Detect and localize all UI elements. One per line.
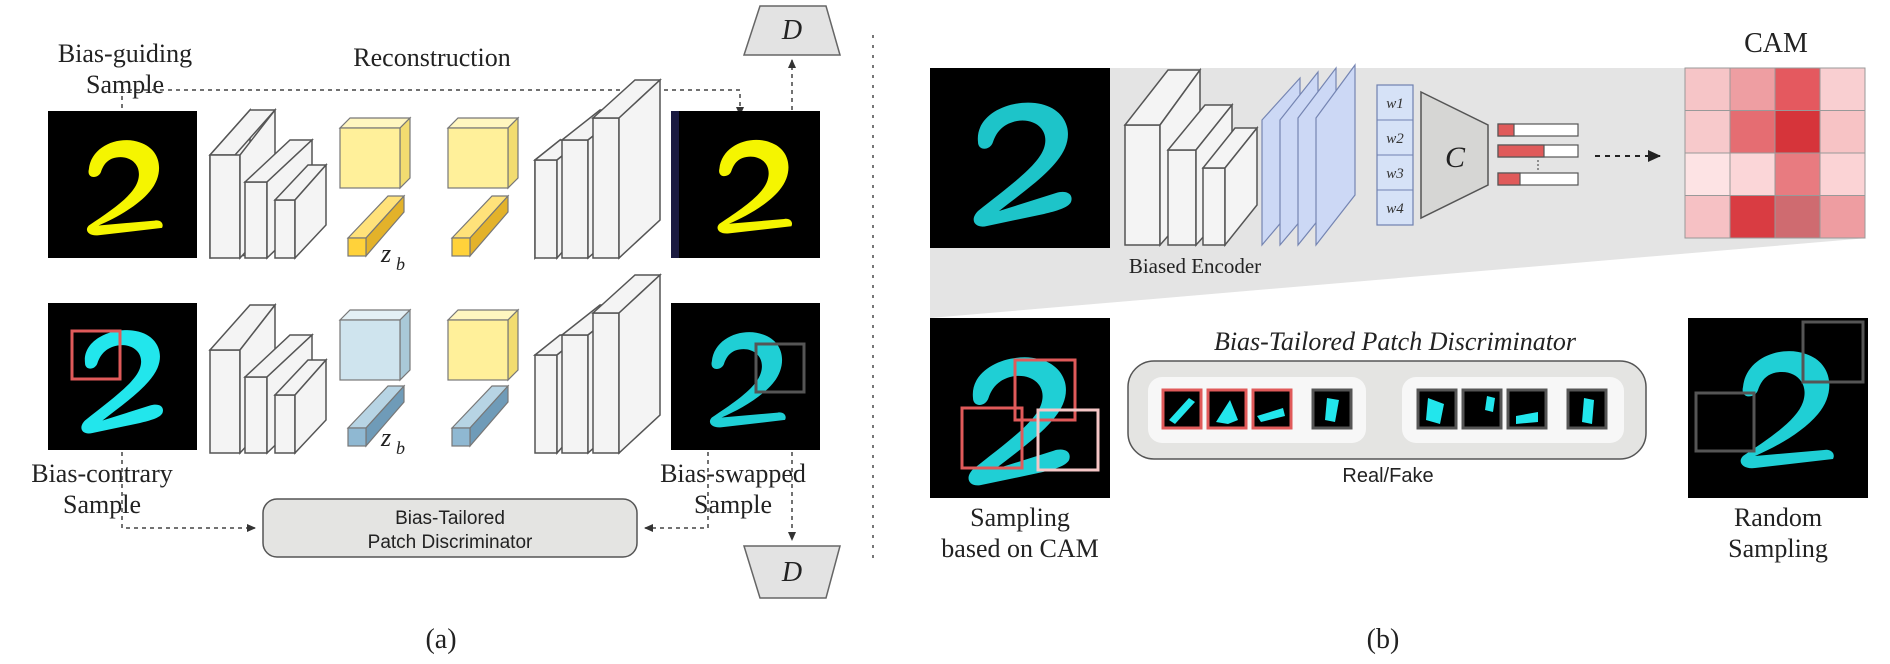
caption-a: (a) [425, 624, 456, 655]
bias-contrary-sample-image [48, 303, 197, 450]
cam-cell [1774, 110, 1821, 154]
arrow-swapped-to-discriminator [644, 452, 709, 532]
svg-text:D: D [781, 557, 802, 588]
patch-discriminator-title: Bias-Tailored Patch Discriminator [1214, 327, 1577, 356]
bias-contrary-label-line1: Bias-contrary [31, 459, 173, 488]
content-code-cube-top-1 [338, 116, 412, 190]
encoder-bottom [208, 302, 328, 455]
patch-thumbnail [1506, 388, 1548, 430]
content-code-cube-bottom-2 [446, 308, 520, 382]
patch-thumbnail [1206, 388, 1248, 430]
discriminator-d-top: D [742, 5, 841, 56]
weight-w3: w3 [1386, 166, 1404, 182]
random-sampling-image [1688, 318, 1868, 498]
classifier-c: C [1420, 90, 1489, 220]
zb-label-bottom-sub: b [396, 438, 405, 458]
decoder-bottom [532, 273, 662, 455]
cam-cell [1684, 195, 1731, 239]
svg-text:Bias-Tailored: Bias-Tailored [395, 508, 505, 529]
biased-encoder [1123, 67, 1259, 248]
weight-w1: w1 [1386, 96, 1404, 112]
cam-cell [1684, 67, 1731, 111]
bias-swapped-label-line1: Bias-swapped [660, 459, 806, 488]
bias-contrary-label-line2: Sample [63, 490, 141, 519]
patch-thumbnail [1251, 388, 1293, 430]
weight-w2: w2 [1386, 131, 1404, 147]
bias-vector-top-1 [346, 194, 406, 258]
patch-thumbnail [1566, 388, 1608, 430]
random-sampling-label-line2: Sampling [1728, 534, 1828, 563]
patch-thumbnail [1461, 388, 1503, 430]
encoder-top [208, 107, 328, 260]
biased-encoder-label: Biased Encoder [1129, 254, 1261, 278]
bias-guiding-sample-image [48, 111, 197, 258]
class-output-bars [1497, 123, 1579, 186]
cam-cell [1729, 195, 1776, 239]
discriminator-d-bottom: D [742, 545, 841, 599]
cam-cell [1819, 67, 1866, 111]
content-code-cube-top-2 [446, 116, 520, 190]
cam-cell [1774, 152, 1821, 196]
patch-thumbnail [1161, 388, 1203, 430]
patch-thumbnail [1416, 388, 1458, 430]
cam-sampling-image [930, 318, 1110, 498]
feature-maps [1261, 63, 1356, 247]
cam-cell [1684, 152, 1731, 196]
input-sample-image [930, 68, 1110, 248]
patch-discriminator-box: Bias-Tailored Patch Discriminator [262, 498, 638, 558]
cam-cell [1819, 195, 1866, 239]
reconstruction-arrow [121, 89, 744, 116]
patch-thumbnail [1311, 388, 1353, 430]
patch-samples [1161, 388, 1608, 430]
zb-label-top-sub: b [396, 254, 405, 274]
reconstruction-label: Reconstruction [353, 43, 510, 72]
caption-b: (b) [1367, 624, 1400, 655]
zb-label-bottom: z [380, 423, 391, 452]
bias-guiding-label-line1: Bias-guiding [58, 39, 192, 68]
cam-cell [1819, 152, 1866, 196]
cam-weights: w1 w2 w3 w4 [1376, 84, 1414, 226]
cam-cell [1729, 110, 1776, 154]
cam-heatmap [1684, 67, 1866, 239]
svg-text:Patch Discriminator: Patch Discriminator [368, 532, 533, 553]
cam-label: CAM [1744, 28, 1808, 59]
bias-vector-bottom-2 [450, 384, 510, 448]
cam-cell [1729, 67, 1776, 111]
random-sampling-label-line1: Random [1734, 503, 1822, 532]
cam-cell [1819, 110, 1866, 154]
sampling-cam-label-line1: Sampling [970, 503, 1070, 532]
cam-cell [1774, 67, 1821, 111]
bias-vector-top-2 [450, 194, 510, 258]
bias-swapped-sample-image [671, 303, 820, 450]
cam-cell [1684, 110, 1731, 154]
decoder-top [532, 78, 662, 260]
content-code-cube-bottom-1 [338, 308, 412, 382]
cam-cell [1774, 195, 1821, 239]
svg-text:D: D [781, 15, 802, 46]
arrow-contrary-to-discriminator [121, 452, 256, 532]
weight-w4: w4 [1386, 201, 1404, 217]
svg-text:C: C [1445, 141, 1466, 174]
reconstructed-sample-image [671, 111, 820, 258]
sampling-cam-label-line2: based on CAM [941, 534, 1098, 563]
real-fake-label: Real/Fake [1342, 465, 1433, 487]
bias-guiding-label-line2: Sample [86, 70, 164, 99]
zb-label-top: z [380, 239, 391, 268]
bias-swapped-label-line2: Sample [694, 490, 772, 519]
bias-vector-bottom-1 [346, 384, 406, 448]
cam-cell [1729, 152, 1776, 196]
